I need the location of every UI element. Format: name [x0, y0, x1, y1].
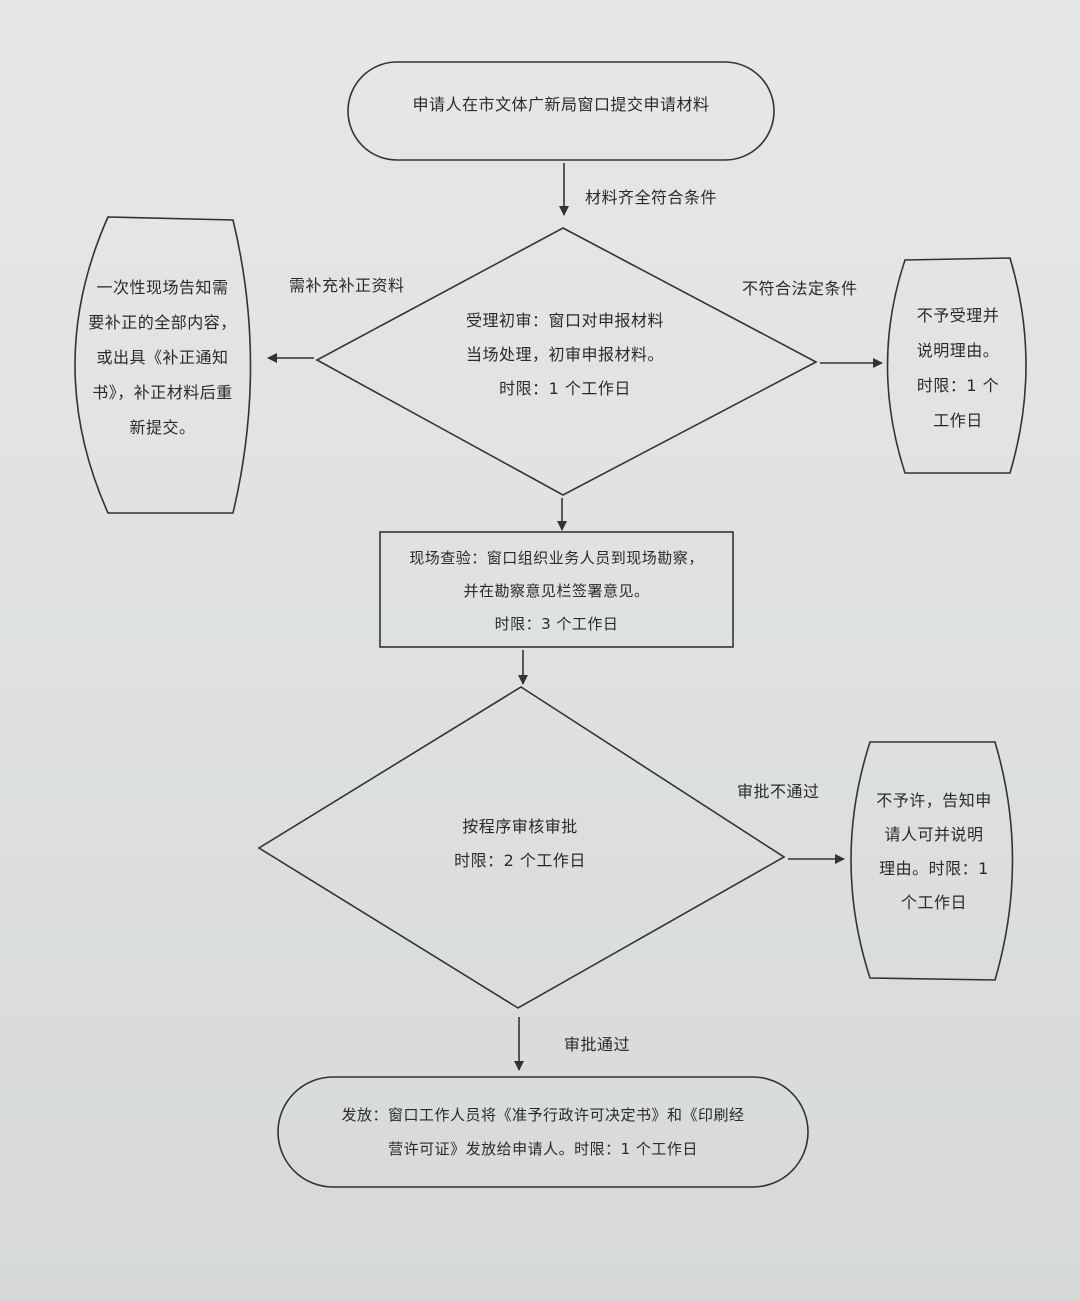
- supplement-notice-node: 一次性现场告知需 要补正的全部内容， 或出具《补正通知 书》，补正材料后重 新提…: [70, 270, 255, 445]
- reject-acceptance-node: 不予受理并 说明理由。 时限：1 个 工作日: [888, 298, 1028, 438]
- reject-approval-node: 不予许，告知申 请人可并说明 理由。时限：1 个工作日: [850, 784, 1018, 920]
- reject-approval-line1: 不予许，告知申: [876, 791, 992, 810]
- reject-acceptance-line1: 不予受理并: [916, 306, 1000, 325]
- edge-label-approval-failed: 审批不通过: [737, 782, 820, 801]
- acceptance-review-node: 受理初审：窗口对申报材料 当场处理，初审申报材料。 时限：1 个工作日: [420, 304, 710, 406]
- site-inspection-time: 时限：3 个工作日: [494, 615, 619, 633]
- site-inspection-rect: [379, 531, 734, 648]
- issue-node-shape: [277, 1076, 809, 1188]
- reject-acceptance-line3: 时限：1 个: [916, 376, 1000, 395]
- supplement-notice-line1: 一次性现场告知需: [96, 278, 229, 297]
- edge-label-approval-passed: 审批通过: [564, 1035, 631, 1054]
- approval-review-diamond: [257, 686, 786, 1009]
- supplement-notice-line5: 新提交。: [129, 418, 196, 437]
- reject-approval-line2: 请人可并说明: [884, 825, 984, 844]
- site-inspection-line1: 现场查验：窗口组织业务人员到现场勘察，: [409, 549, 704, 567]
- supplement-notice-line4: 书》，补正材料后重: [92, 383, 233, 402]
- supplement-notice-shape: [74, 216, 252, 514]
- reject-approval-shape: [850, 741, 1014, 981]
- acceptance-review-line2: 当场处理，初审申报材料。: [465, 345, 664, 364]
- edge-label-not-legal: 不符合法定条件: [742, 279, 858, 298]
- start-node: 申请人在市文体广新局窗口提交申请材料: [348, 88, 774, 122]
- site-inspection-node: 现场查验：窗口组织业务人员到现场勘察， 并在勘察意见栏签署意见。 时限：3 个工…: [380, 542, 733, 641]
- approval-review-node: 按程序审核审批 时限：2 个工作日: [420, 810, 620, 878]
- acceptance-review-line1: 受理初审：窗口对申报材料: [465, 311, 664, 330]
- supplement-notice-line3: 或出具《补正通知: [96, 348, 229, 367]
- reject-acceptance-line4: 工作日: [933, 411, 983, 430]
- acceptance-review-time: 时限：1 个工作日: [499, 379, 631, 398]
- start-node-text: 申请人在市文体广新局窗口提交申请材料: [412, 95, 710, 114]
- reject-acceptance-line2: 说明理由。: [916, 341, 1000, 360]
- reject-approval-line3: 理由。时限：1: [879, 859, 989, 878]
- edge-label-materials-complete: 材料齐全符合条件: [585, 188, 718, 207]
- site-inspection-line2: 并在勘察意见栏签署意见。: [463, 582, 650, 600]
- approval-review-time: 时限：2 个工作日: [454, 851, 586, 870]
- approval-review-line1: 按程序审核审批: [462, 817, 578, 836]
- reject-acceptance-shape: [886, 257, 1027, 474]
- issue-line1: 发放：窗口工作人员将《准予行政许可决定书》和《印刷经: [341, 1106, 745, 1124]
- edge-label-need-supplement: 需补充补正资料: [289, 276, 405, 295]
- reject-approval-line4: 个工作日: [900, 893, 967, 912]
- supplement-notice-line2: 要补正的全部内容，: [88, 313, 237, 332]
- acceptance-review-diamond: [315, 227, 818, 496]
- issue-line2: 营许可证》发放给申请人。时限：1 个工作日: [388, 1140, 698, 1158]
- issue-node: 发放：窗口工作人员将《准予行政许可决定书》和《印刷经 营许可证》发放给申请人。时…: [278, 1098, 808, 1166]
- start-node-shape: [347, 61, 775, 161]
